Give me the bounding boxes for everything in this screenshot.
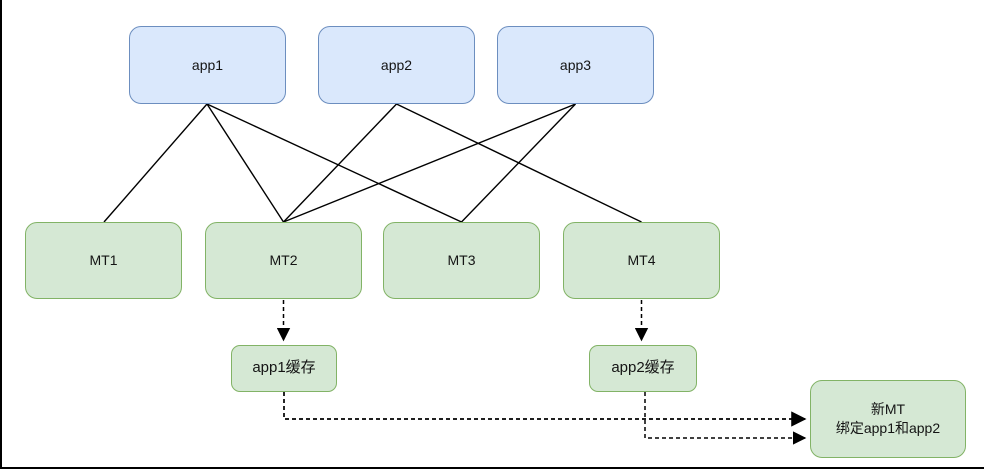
node-mt4-label: MT4 (627, 252, 656, 269)
node-app2: app2 (318, 26, 475, 104)
edge-app2-mt2 (282, 103, 398, 223)
node-new-mt-label-line2: 绑定app1和app2 (835, 420, 941, 436)
edge-app1-mt2 (206, 103, 285, 223)
node-app1-cache: app1缓存 (231, 345, 337, 392)
edge-app1cache-newmt (283, 392, 807, 427)
node-app1: app1 (129, 26, 286, 104)
edge-app3-mt3 (460, 103, 577, 223)
node-mt2: MT2 (205, 222, 362, 299)
node-app2-label: app2 (380, 56, 413, 73)
canvas-frame-left-border (0, 0, 2, 469)
edge-app1-mt1 (103, 103, 208, 223)
node-app2-cache: app2缓存 (589, 345, 697, 392)
node-new-mt: 新MT 绑定app1和app2 (810, 380, 966, 458)
node-app3: app3 (497, 26, 654, 104)
node-app2-cache-label: app2缓存 (611, 359, 675, 377)
node-mt4: MT4 (563, 222, 720, 299)
node-new-mt-label-line1: 新MT (870, 401, 906, 418)
node-mt1-label: MT1 (89, 252, 118, 269)
node-mt3-label: MT3 (447, 252, 476, 269)
edge-app1-mt3 (206, 103, 462, 223)
node-app1-label: app1 (191, 56, 224, 73)
node-mt2-label: MT2 (269, 252, 298, 269)
node-mt1: MT1 (25, 222, 182, 299)
canvas-frame-bottom-border (0, 467, 984, 469)
edge-app3-mt2 (283, 103, 576, 223)
node-app1-cache-label: app1缓存 (252, 359, 316, 377)
edge-app2cache-newmt (644, 392, 807, 445)
node-mt3: MT3 (383, 222, 540, 299)
node-app3-label: app3 (559, 56, 592, 73)
